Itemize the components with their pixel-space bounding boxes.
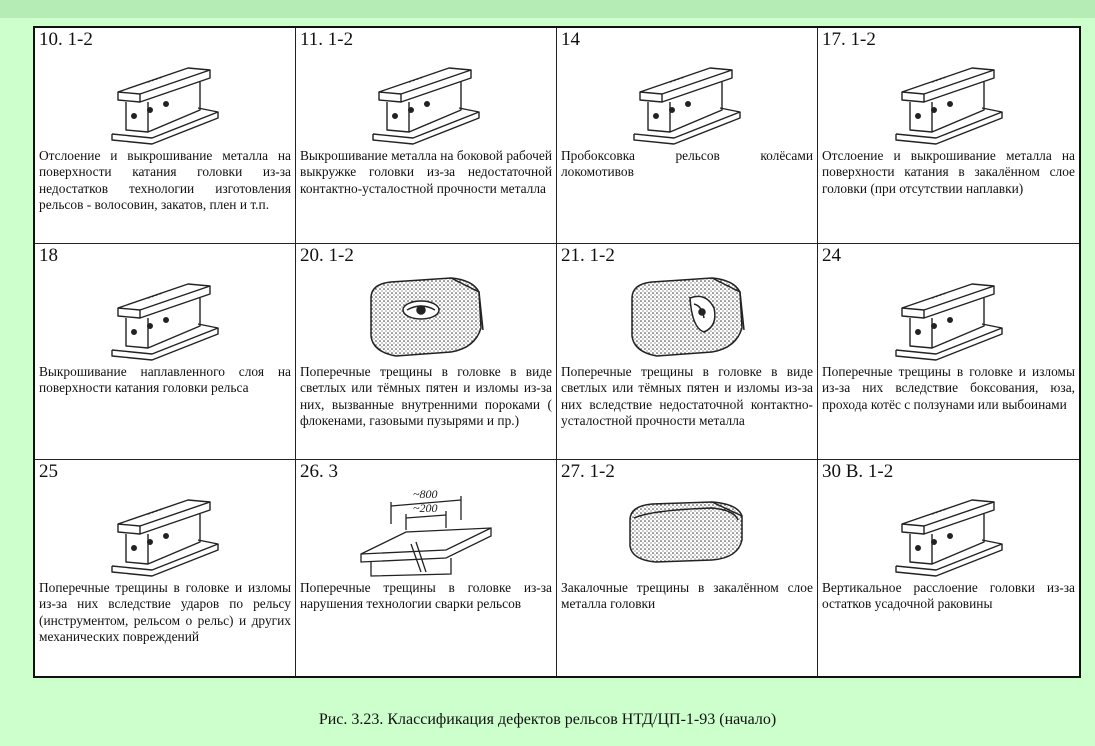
- defect-grid: 10. 1-2 Отслоение и выкрошивание металла…: [35, 28, 1079, 676]
- defect-description: Пробоксовка рельсов колёсами локомотивов: [561, 148, 813, 180]
- head-section-icon: [351, 268, 501, 368]
- head-section-icon: [612, 268, 762, 368]
- rail-icon: [90, 484, 240, 584]
- defect-description: Поперечные трещины в головке из-за наруш…: [300, 580, 552, 612]
- defect-code: 17. 1-2: [822, 29, 876, 50]
- defect-code: 24: [822, 245, 841, 266]
- defect-code: 21. 1-2: [561, 245, 615, 266]
- defect-cell: 11. 1-2 Выкрошивание металла на боковой …: [296, 28, 557, 244]
- defect-code: 14: [561, 29, 580, 50]
- defect-code: 27. 1-2: [561, 461, 615, 482]
- defect-cell: 10. 1-2 Отслоение и выкрошивание металла…: [35, 28, 296, 244]
- defect-code: 25: [39, 461, 58, 482]
- rail-icon: [351, 52, 501, 152]
- defect-cell: 25 Поперечные трещины в головке и изломы…: [35, 460, 296, 676]
- rail-icon: [90, 268, 240, 368]
- defect-description: Поперечные трещины в головке в виде свет…: [561, 364, 813, 429]
- defect-description: Выкрошивание металла на боковой рабочей …: [300, 148, 552, 196]
- defect-cell: 14 Пробоксовка рельсов колёсами локомоти…: [557, 28, 818, 244]
- defect-code: 10. 1-2: [39, 29, 93, 50]
- rail-icon: [874, 268, 1024, 368]
- rail-icon: [874, 484, 1024, 584]
- defect-cell: 27. 1-2 Закалочные трещины в закалённом …: [557, 460, 818, 676]
- defect-description: Закалочные трещины в закалённом слое мет…: [561, 580, 813, 612]
- defect-table: 10. 1-2 Отслоение и выкрошивание металла…: [33, 26, 1081, 678]
- defect-cell: 26. 3 ~80: [296, 460, 557, 676]
- top-bar: [0, 0, 1095, 18]
- defect-cell: 20. 1-2 Поперечные трещины в головке в в…: [296, 244, 557, 460]
- rail-icon: [874, 52, 1024, 152]
- defect-code: 11. 1-2: [300, 29, 354, 50]
- figure-caption: Рис. 3.23. Классификация дефектов рельсо…: [318, 711, 777, 728]
- defect-cell: 18 Выкрошивание наплавленного слоя на по…: [35, 244, 296, 460]
- defect-description: Поперечные трещины в головке в виде свет…: [300, 364, 552, 429]
- defect-cell: 17. 1-2 Отслоение и выкрошивание металла…: [818, 28, 1079, 244]
- defect-description: Вертикальное расслоение головки из-за ос…: [822, 580, 1075, 612]
- defect-cell: 30 В. 1-2 Вертикальное расслоение головк…: [818, 460, 1079, 676]
- defect-description: Поперечные трещины в головке и изломы из…: [822, 364, 1075, 412]
- defect-description: Отслоение и выкрошивание металла на пове…: [39, 148, 291, 213]
- weld-dimension-outer: ~800: [413, 487, 438, 501]
- defect-code: 30 В. 1-2: [822, 461, 894, 482]
- rail-icon: [90, 52, 240, 152]
- defect-description: Отслоение и выкрошивание металла на пове…: [822, 148, 1075, 196]
- defect-cell: 24 Поперечные трещины в головке и изломы…: [818, 244, 1079, 460]
- head-block-icon: [612, 484, 762, 584]
- defect-code: 20. 1-2: [300, 245, 354, 266]
- rail-icon: [612, 52, 762, 152]
- defect-code: 18: [39, 245, 58, 266]
- defect-code: 26. 3: [300, 461, 338, 482]
- defect-description: Поперечные трещины в головке и изломы из…: [39, 580, 291, 645]
- defect-description: Выкрошивание наплавленного слоя на повер…: [39, 364, 291, 396]
- defect-cell: 21. 1-2 Поперечные трещины в головке в в…: [557, 244, 818, 460]
- weld-joint-icon: ~800 ~200: [351, 484, 501, 584]
- weld-dimension-inner: ~200: [413, 501, 438, 515]
